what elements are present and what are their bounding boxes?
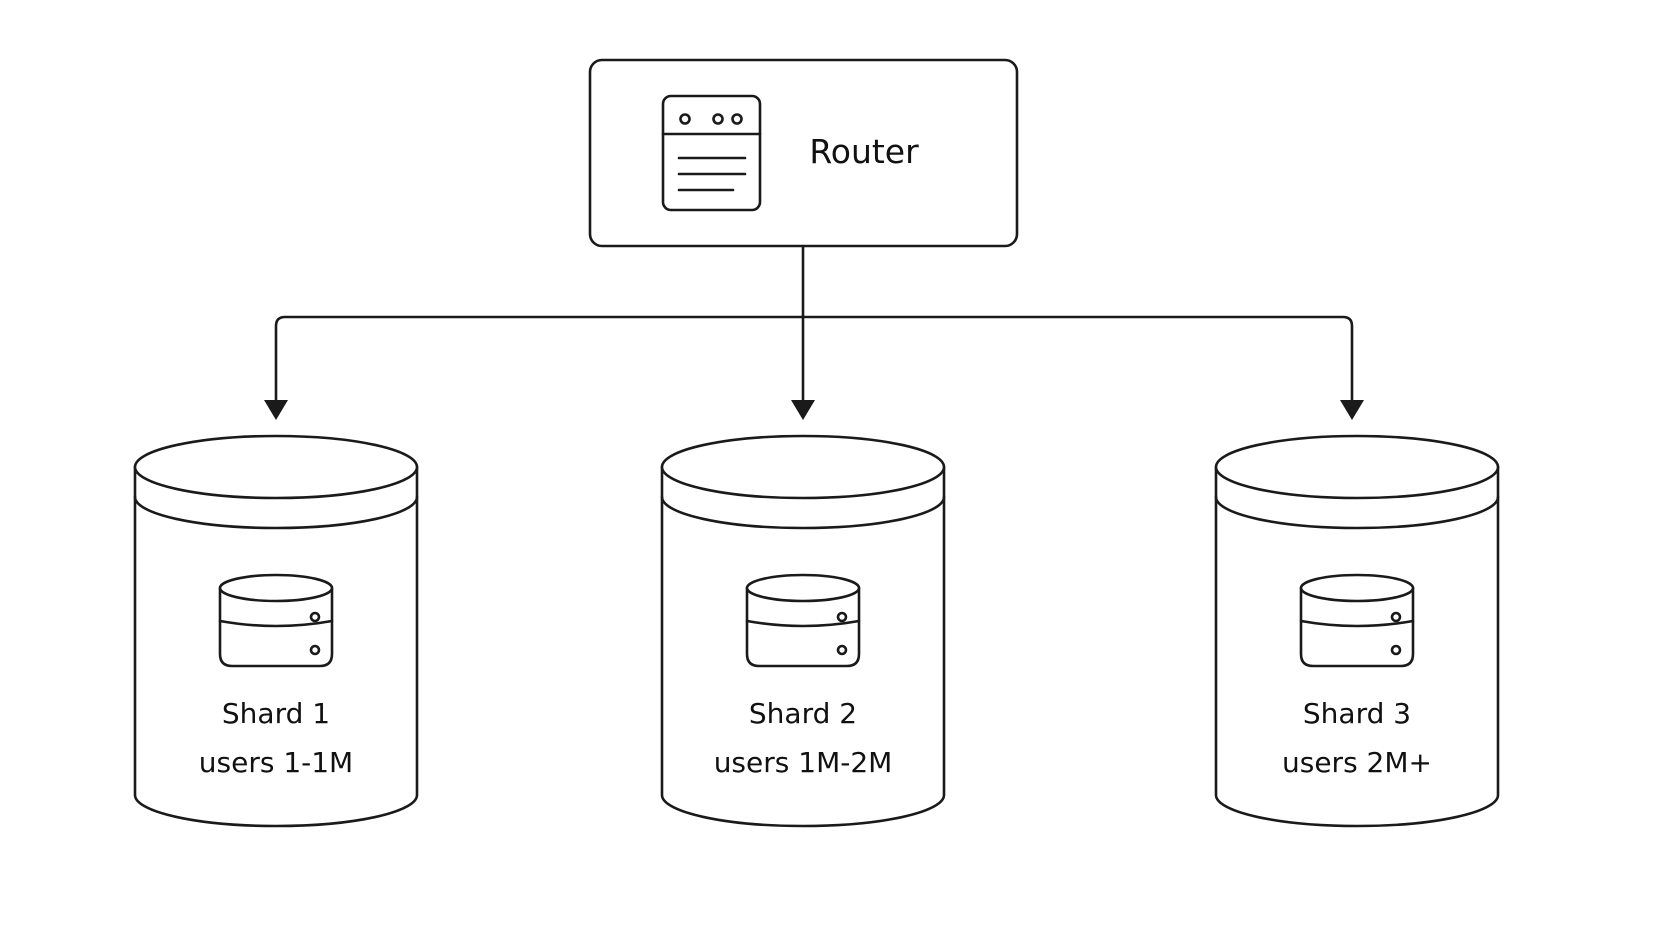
shard-range: users 1M-2M — [714, 746, 893, 779]
shard-cylinder-band — [133, 495, 419, 530]
shard-cylinder-top — [1214, 434, 1500, 500]
server-window-icon — [661, 94, 762, 212]
connectors — [264, 244, 1364, 420]
router-label: Router — [809, 132, 919, 171]
shard-name: Shard 2 — [749, 697, 857, 730]
shard-3: Shard 3 users 2M+ — [1214, 434, 1500, 828]
shard-range: users 2M+ — [1282, 746, 1432, 779]
shard-1: Shard 1 users 1-1M — [133, 434, 419, 828]
arrow-to-shard-1 — [264, 400, 288, 420]
arrow-to-shard-3 — [1340, 400, 1364, 420]
database-icon — [745, 573, 861, 668]
shard-cylinder-band — [660, 495, 946, 530]
database-icon — [218, 573, 334, 668]
shard-cylinder-band — [1214, 495, 1500, 530]
router-node: Router — [588, 58, 1019, 248]
connector-bus — [274, 315, 1354, 404]
shard-2: Shard 2 users 1M-2M — [660, 434, 946, 828]
database-icon — [1299, 573, 1415, 668]
shard-range: users 1-1M — [199, 746, 353, 779]
shard-name: Shard 3 — [1303, 697, 1411, 730]
router-box — [588, 58, 1019, 248]
arrow-to-shard-2 — [791, 400, 815, 420]
shard-cylinder-top — [660, 434, 946, 500]
shard-name: Shard 1 — [222, 697, 330, 730]
shard-cylinder-top — [133, 434, 419, 500]
